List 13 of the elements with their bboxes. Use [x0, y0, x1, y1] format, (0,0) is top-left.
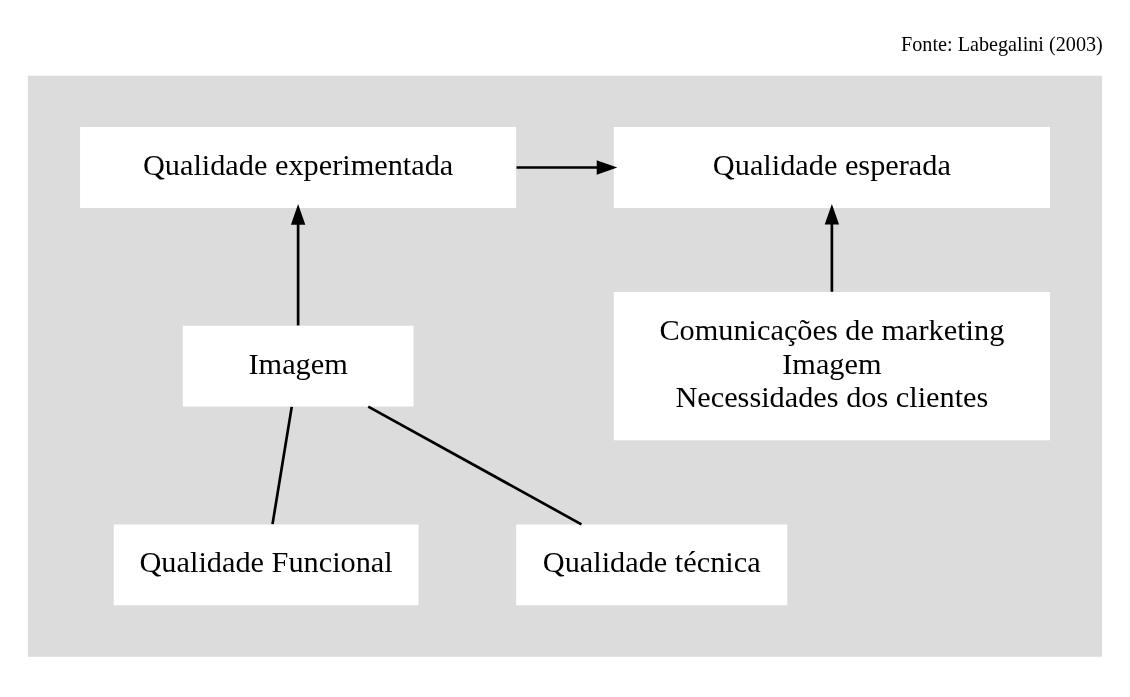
connector [367, 405, 583, 526]
arrow [516, 160, 618, 175]
node-box: Qualidade técnica [516, 524, 788, 606]
connector [271, 406, 294, 525]
node-box: Qualidade Funcional [113, 524, 419, 606]
node-box: Imagem [182, 325, 414, 407]
node-box: Qualidade experimentada [80, 127, 517, 208]
node-box: Qualidade esperada [613, 127, 1050, 208]
cluster [27, 75, 1103, 657]
arrow [290, 204, 306, 326]
caption: Fonte: Labegalini (2003) [901, 32, 1103, 55]
arrow [824, 203, 840, 292]
node-box: Comunicações de marketing Imagem Necessidades dos clientes [613, 292, 1050, 441]
